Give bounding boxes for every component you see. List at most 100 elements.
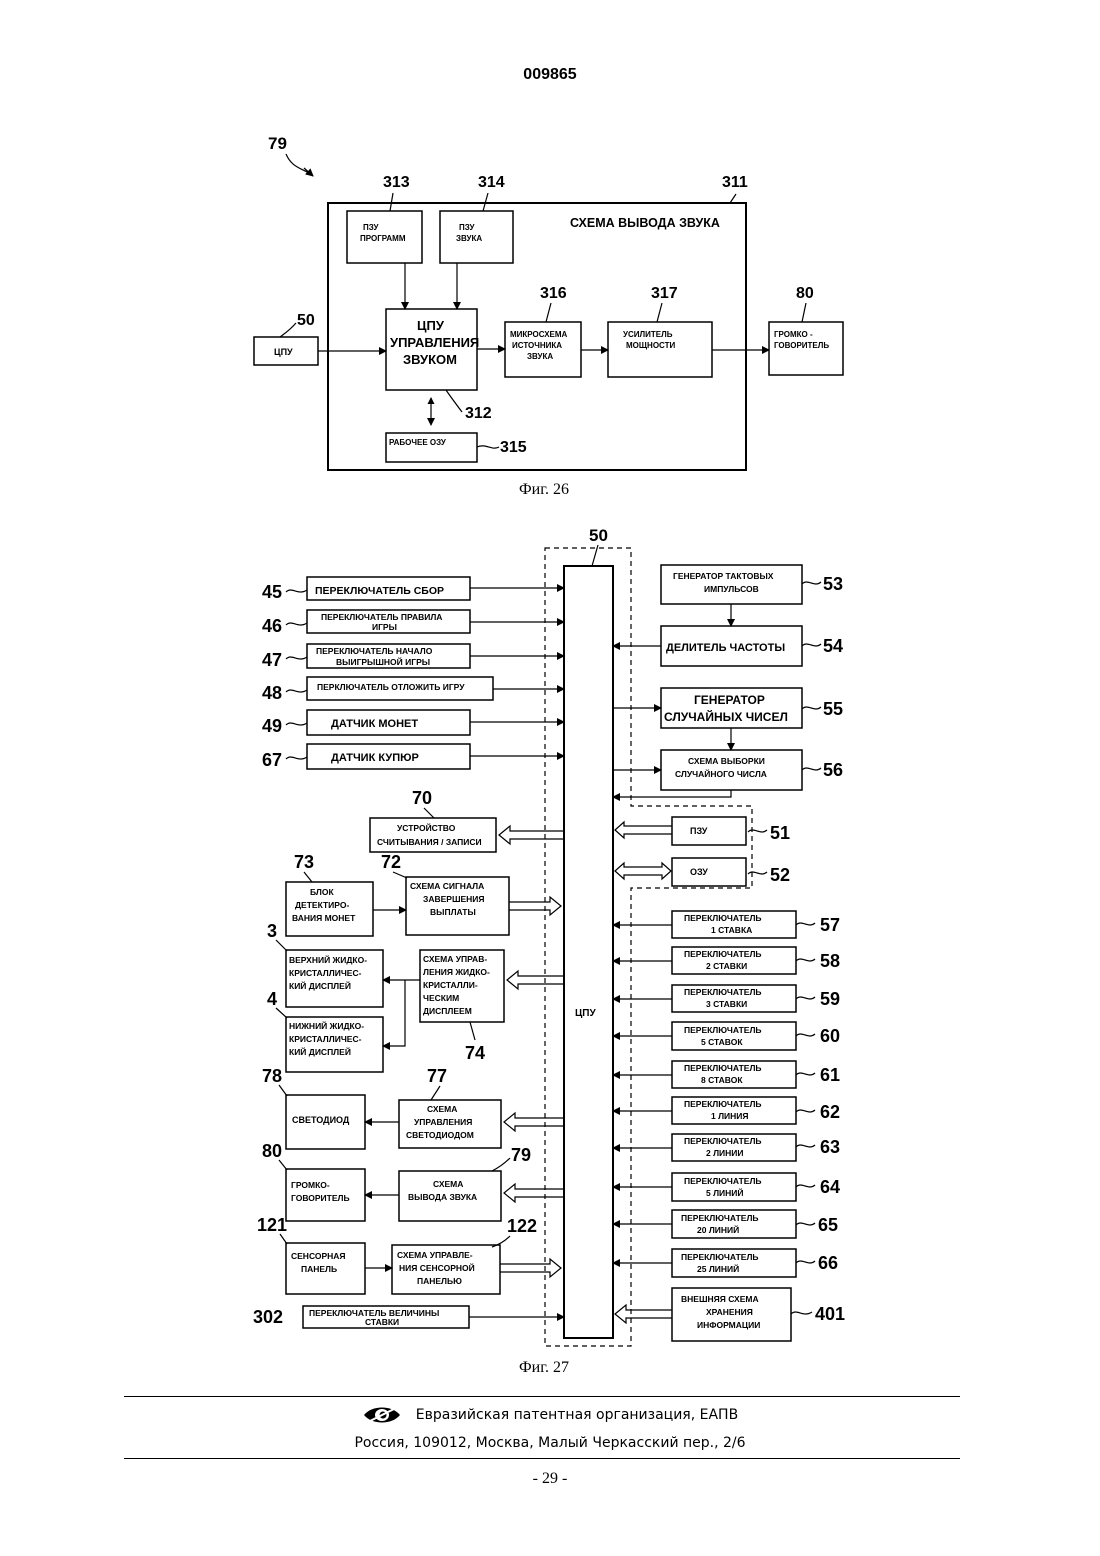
fig27-caption: Фиг. 27 [519, 1359, 569, 1376]
ref-313: 313 [383, 174, 410, 191]
switch-66: ПЕРЕКЛЮЧАТЕЛЬ 25 ЛИНИЙ 66 [613, 1249, 838, 1277]
svg-text:20 ЛИНИЙ: 20 ЛИНИЙ [697, 1224, 739, 1235]
svg-text:56: 56 [823, 760, 843, 780]
svg-text:3: 3 [267, 921, 277, 941]
svg-text:ПЕРЕКЛЮЧАТЕЛЬ: ПЕРЕКЛЮЧАТЕЛЬ [684, 1025, 762, 1035]
svg-text:СХЕМА УПРАВЛЕ-: СХЕМА УПРАВЛЕ- [397, 1250, 473, 1260]
svg-text:ПЕРЕКЛЮЧАТЕЛЬ: ПЕРЕКЛЮЧАТЕЛЬ [684, 949, 762, 959]
cpu-label: ЦПУ [575, 1008, 596, 1019]
switch-60: ПЕРЕКЛЮЧАТЕЛЬ 5 СТАВОК 60 [613, 1022, 840, 1050]
memory-ram-52: ОЗУ 52 [615, 858, 790, 886]
left-input-49: ДАТЧИК МОНЕТ 49 [262, 710, 564, 736]
svg-text:1 СТАВКА: 1 СТАВКА [711, 925, 752, 935]
svg-text:ВЕРХНИЙ ЖИДКО-: ВЕРХНИЙ ЖИДКО- [289, 954, 367, 965]
footer-rule-bottom [124, 1458, 960, 1459]
svg-text:ПЕРКЛЮЧАТЕЛЬ ОТЛОЖИТЬ ИГРУ: ПЕРКЛЮЧАТЕЛЬ ОТЛОЖИТЬ ИГРУ [317, 682, 465, 692]
switch-63: ПЕРЕКЛЮЧАТЕЛЬ 2 ЛИНИИ 63 [613, 1134, 840, 1161]
rw-device-70: УСТРОЙСТВО СЧИТЫВАНИЯ / ЗАПИСИ 70 [370, 788, 564, 852]
svg-text:73: 73 [294, 852, 314, 872]
footer-organization-name: Евразийская патентная организация, ЕАПВ [416, 1407, 738, 1423]
svg-text:401: 401 [815, 1304, 845, 1324]
svg-text:ГЕНЕРАТОР: ГЕНЕРАТОР [694, 693, 765, 707]
svg-text:54: 54 [823, 636, 843, 656]
svg-text:ДЕТЕКТИРО-: ДЕТЕКТИРО- [295, 900, 349, 910]
svg-text:63: 63 [820, 1137, 840, 1157]
svg-text:74: 74 [465, 1043, 485, 1063]
svg-text:45: 45 [262, 582, 282, 602]
svg-text:ВЫПЛАТЫ: ВЫПЛАТЫ [430, 907, 476, 917]
switch-65: ПЕРЕКЛЮЧАТЕЛЬ 20 ЛИНИЙ 65 [613, 1210, 838, 1238]
sound-source-line2: ИСТОЧНИКА [512, 341, 562, 350]
right-block-54: ДЕЛИТЕЛЬ ЧАСТОТЫ 54 [661, 626, 843, 666]
svg-text:4: 4 [267, 989, 277, 1009]
power-amp-line1: УСИЛИТЕЛЬ [623, 330, 673, 339]
touch-control-122: СХЕМА УПРАВЛЕ- НИЯ СЕНСОРНОЙ ПАНЕЛЬЮ 122 [392, 1216, 561, 1294]
eapo-logo-icon [362, 1403, 402, 1427]
svg-text:ПЕРЕКЛЮЧАТЕЛЬ: ПЕРЕКЛЮЧАТЕЛЬ [681, 1213, 759, 1223]
svg-text:80: 80 [262, 1141, 282, 1161]
svg-text:58: 58 [820, 951, 840, 971]
switch-62: ПЕРЕКЛЮЧАТЕЛЬ 1 ЛИНИЯ 62 [613, 1097, 840, 1124]
program-rom-line2: ПРОГРАММ [360, 234, 406, 243]
fig26-caption: Фиг. 26 [519, 481, 569, 498]
svg-text:ПЕРЕКЛЮЧАТЕЛЬ: ПЕРЕКЛЮЧАТЕЛЬ [684, 1063, 762, 1073]
left-input-47: ПЕРЕКЛЮЧАТЕЛЬ НАЧАЛО ВЫИГРЫШНОЙ ИГРЫ 47 [262, 644, 564, 670]
svg-text:51: 51 [770, 823, 790, 843]
svg-text:5 СТАВОК: 5 СТАВОК [701, 1037, 743, 1047]
svg-text:ВНЕШНЯЯ СХЕМА: ВНЕШНЯЯ СХЕМА [681, 1294, 759, 1304]
power-amp-line2: МОЩНОСТИ [626, 341, 676, 350]
switch-61: ПЕРЕКЛЮЧАТЕЛЬ 8 СТАВОК 61 [613, 1061, 840, 1088]
switch-58: ПЕРЕКЛЮЧАТЕЛЬ 2 СТАВКИ 58 [613, 947, 840, 974]
svg-text:НИЖНИЙ ЖИДКО-: НИЖНИЙ ЖИДКО- [289, 1020, 364, 1031]
left-input-67: ДАТЧИК КУПЮР 67 [262, 744, 564, 770]
sound-cpu-line1: ЦПУ [417, 318, 445, 333]
right-block-53: ГЕНЕРАТОР ТАКТОВЫХ ИМПУЛЬСОВ 53 [661, 565, 843, 604]
speaker-80: ГРОМКО- ГОВОРИТЕЛЬ 80 [262, 1141, 365, 1221]
svg-text:УСТРОЙСТВО: УСТРОЙСТВО [397, 822, 456, 833]
svg-text:66: 66 [818, 1253, 838, 1273]
svg-text:СЛУЧАЙНОГО ЧИСЛА: СЛУЧАЙНОГО ЧИСЛА [675, 768, 767, 779]
svg-text:СХЕМА: СХЕМА [433, 1179, 463, 1189]
svg-text:ИНФОРМАЦИИ: ИНФОРМАЦИИ [697, 1320, 760, 1330]
svg-text:КИЙ ДИСПЛЕЙ: КИЙ ДИСПЛЕЙ [289, 980, 351, 991]
svg-text:ВЫИГРЫШНОЙ ИГРЫ: ВЫИГРЫШНОЙ ИГРЫ [336, 656, 430, 667]
svg-text:ХРАНЕНИЯ: ХРАНЕНИЯ [706, 1307, 753, 1317]
svg-text:49: 49 [262, 716, 282, 736]
program-rom-line1: ПЗУ [363, 223, 379, 232]
coin-detect-73: БЛОК ДЕТЕКТИРО- ВАНИЯ МОНЕТ 73 [286, 852, 373, 936]
svg-text:46: 46 [262, 616, 282, 636]
footer-address: Россия, 109012, Москва, Малый Черкасский… [0, 1435, 1100, 1451]
speaker26-line2: ГОВОРИТЕЛЬ [774, 341, 829, 350]
touch-panel-121: СЕНСОРНАЯ ПАНЕЛЬ 121 [257, 1215, 365, 1294]
figure-26: 79 СХЕМА ВЫВОДА ЗВУКА 311 ПЗУ ПРОГРАММ 3… [254, 134, 843, 498]
svg-text:СХЕМА СИГНАЛА: СХЕМА СИГНАЛА [410, 881, 484, 891]
svg-text:ИГРЫ: ИГРЫ [372, 622, 397, 632]
svg-text:77: 77 [427, 1066, 447, 1086]
svg-text:СХЕМА УПРАВ-: СХЕМА УПРАВ- [423, 954, 487, 964]
svg-text:302: 302 [253, 1307, 283, 1327]
memory-rom-51: ПЗУ 51 [615, 817, 790, 845]
svg-text:СХЕМА: СХЕМА [427, 1104, 457, 1114]
svg-text:СВЕТОДИОД: СВЕТОДИОД [292, 1115, 350, 1125]
svg-text:НИЯ СЕНСОРНОЙ: НИЯ СЕНСОРНОЙ [399, 1262, 475, 1273]
switch-57: ПЕРЕКЛЮЧАТЕЛЬ 1 СТАВКА 57 [613, 911, 840, 938]
svg-text:СЛУЧАЙНЫХ ЧИСЕЛ: СЛУЧАЙНЫХ ЧИСЕЛ [664, 709, 788, 724]
page-number: - 29 - [0, 1470, 1100, 1488]
svg-text:ЛЕНИЯ ЖИДКО-: ЛЕНИЯ ЖИДКО- [423, 967, 490, 977]
svg-text:47: 47 [262, 650, 282, 670]
led-control-77: СХЕМА УПРАВЛЕНИЯ СВЕТОДИОДОМ 77 [399, 1066, 564, 1148]
svg-text:ДИСПЛЕЕМ: ДИСПЛЕЕМ [423, 1006, 472, 1016]
svg-text:СХЕМА ВЫБОРКИ: СХЕМА ВЫБОРКИ [688, 756, 765, 766]
left-input-48: ПЕРКЛЮЧАТЕЛЬ ОТЛОЖИТЬ ИГРУ 48 [262, 677, 564, 703]
svg-text:ОЗУ: ОЗУ [690, 867, 708, 877]
lcd-control-74: СХЕМА УПРАВ- ЛЕНИЯ ЖИДКО- КРИСТАЛЛИ- ЧЕС… [420, 950, 564, 1063]
svg-text:8 СТАВОК: 8 СТАВОК [701, 1075, 743, 1085]
svg-text:СЕНСОРНАЯ: СЕНСОРНАЯ [291, 1251, 346, 1261]
svg-text:ЗАВЕРШЕНИЯ: ЗАВЕРШЕНИЯ [423, 894, 485, 904]
svg-text:УПРАВЛЕНИЯ: УПРАВЛЕНИЯ [414, 1117, 472, 1127]
svg-text:ДЕЛИТЕЛЬ ЧАСТОТЫ: ДЕЛИТЕЛЬ ЧАСТОТЫ [666, 642, 785, 654]
right-switches: ПЕРЕКЛЮЧАТЕЛЬ 1 СТАВКА 57 ПЕРЕКЛЮЧАТЕЛЬ … [613, 911, 840, 1277]
svg-text:78: 78 [262, 1066, 282, 1086]
svg-text:72: 72 [381, 852, 401, 872]
svg-text:ПАНЕЛЬ: ПАНЕЛЬ [301, 1264, 337, 1274]
